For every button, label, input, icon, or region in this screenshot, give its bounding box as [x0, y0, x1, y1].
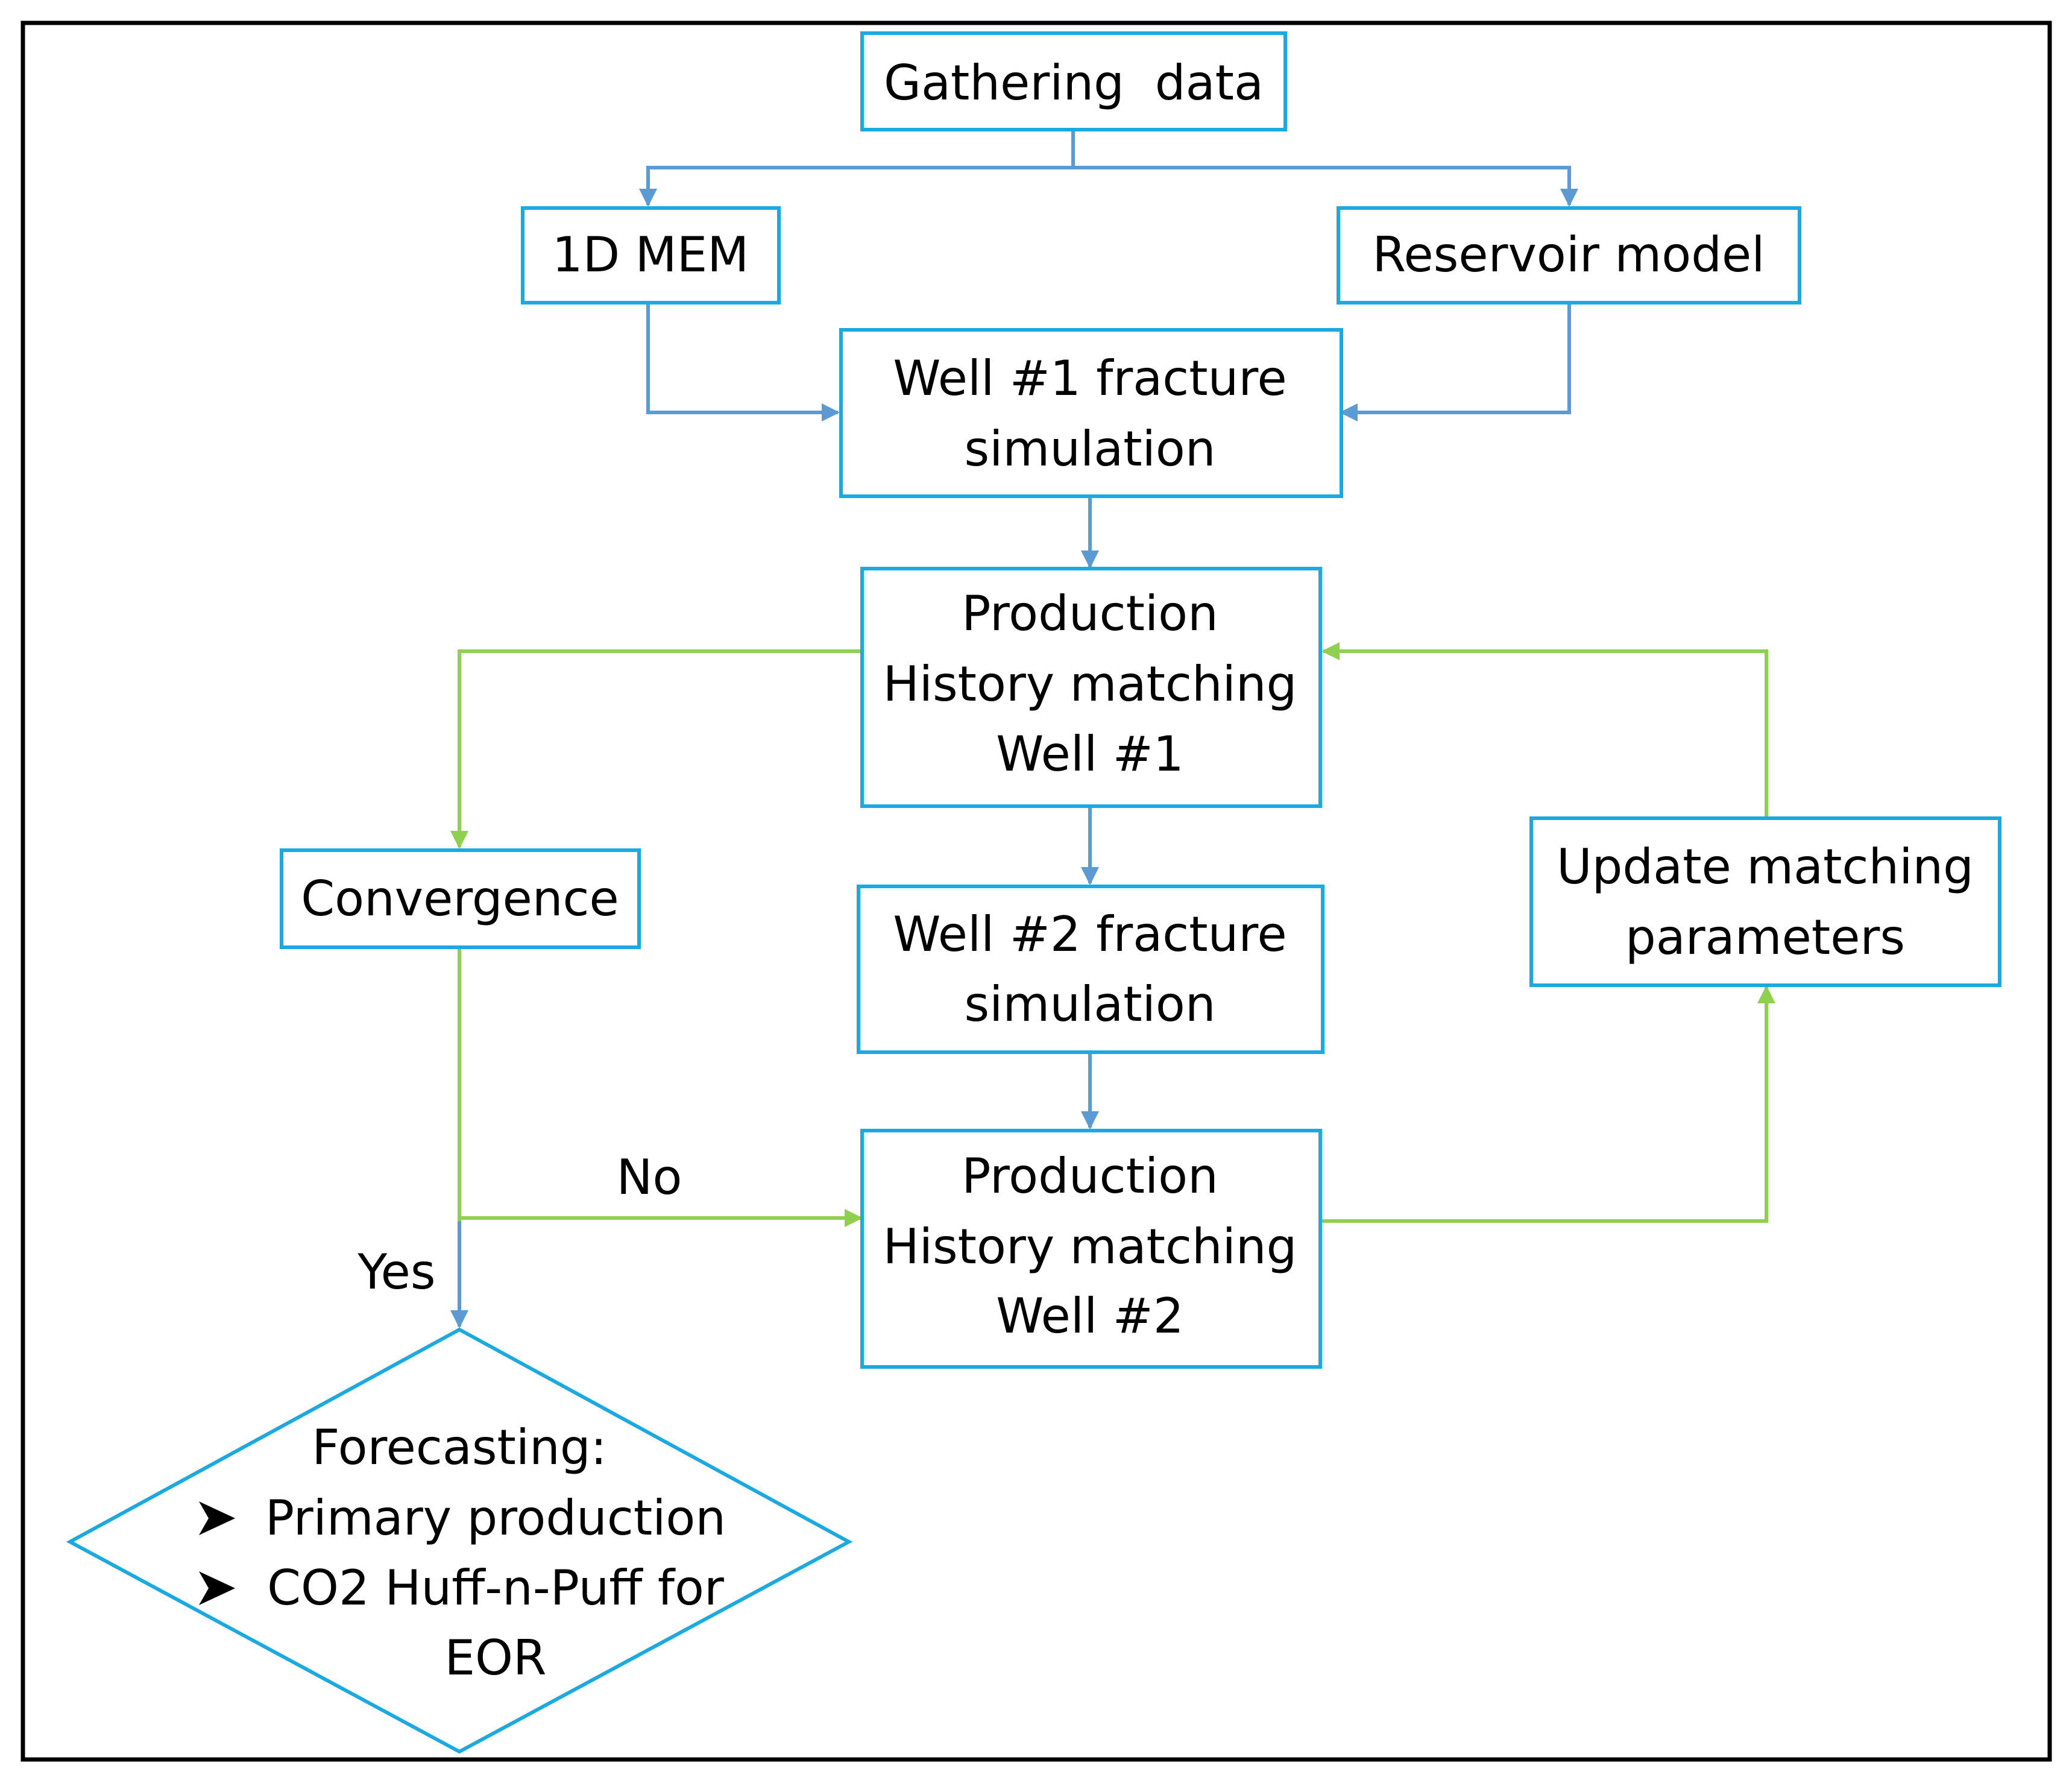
hm2-label-line3: Well #2 — [996, 1288, 1183, 1344]
box-1d-mem — [521, 206, 781, 305]
gathering-data-label: Gathering data — [884, 55, 1264, 111]
reservoir-model-label: Reservoir model — [1373, 227, 1765, 283]
forecasting-title: Forecasting: — [312, 1419, 606, 1475]
well2-fracture-label-line1: Well #2 fracture — [893, 906, 1286, 962]
well2-fracture-label-line2: simulation — [964, 976, 1215, 1032]
process-boxes — [66, 31, 2001, 1754]
forecast-item-co2: CO2 Huff-n-Puff for — [267, 1560, 724, 1616]
edge-hm2-update — [1320, 985, 1775, 1223]
box-reservoir-model — [1337, 206, 1801, 305]
forecast-item-primary: Primary production — [265, 1490, 726, 1546]
hm1-label-line2: History matching — [883, 656, 1297, 712]
box-gathering-data — [860, 31, 1287, 131]
box-well1-fracture — [839, 328, 1343, 498]
arrowhead-bullet-icon — [199, 1571, 235, 1605]
edge-reservoir-well1 — [1340, 303, 1571, 421]
diamond-forecasting — [66, 1327, 853, 1754]
hm1-label-line1: Production — [962, 585, 1218, 642]
well1-fracture-label-line1: Well #1 fracture — [893, 350, 1286, 406]
forecast-bullets — [199, 1501, 235, 1605]
edge-label-yes: Yes — [357, 1244, 435, 1300]
box-hm-well2 — [860, 1129, 1322, 1369]
blue-connectors — [450, 130, 1578, 1328]
arrowhead-bullet-icon — [199, 1501, 235, 1535]
box-well2-fracture — [857, 885, 1324, 1054]
outer-frame — [20, 21, 2052, 1762]
node-labels: Gathering data 1D MEM Reservoir model We… — [265, 55, 1974, 1686]
well1-fracture-label-line2: simulation — [964, 421, 1215, 477]
convergence-label: Convergence — [301, 871, 619, 927]
box-hm-well1 — [860, 567, 1322, 808]
box-convergence — [280, 848, 641, 949]
edge-label-no: No — [617, 1149, 682, 1205]
forecast-item-eor: EOR — [444, 1630, 546, 1686]
update-params-label-line1: Update matching — [1557, 839, 1974, 895]
box-update-params — [1529, 816, 2001, 987]
hm2-label-line1: Production — [962, 1148, 1218, 1204]
hm2-label-line2: History matching — [883, 1219, 1297, 1275]
green-connectors — [450, 642, 1775, 1227]
edge-hm1-convergence — [450, 649, 862, 849]
edge-update-hm1 — [1321, 642, 1768, 818]
edge-gathering-split — [639, 130, 1075, 207]
update-params-label-line2: parameters — [1625, 909, 1905, 965]
edge-gathering-reservoir — [1073, 166, 1578, 207]
hm1-label-line3: Well #1 — [996, 726, 1183, 782]
edge-mem-well1 — [646, 303, 840, 421]
1d-mem-label: 1D MEM — [552, 227, 749, 283]
